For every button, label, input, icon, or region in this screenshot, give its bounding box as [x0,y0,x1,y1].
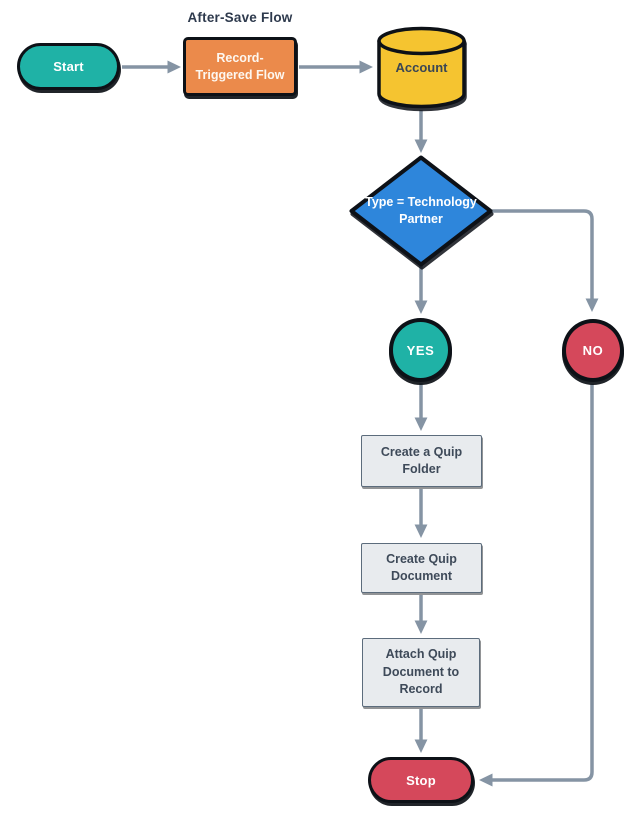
cylinder-body [377,39,466,109]
connector-no-to-stop [479,384,594,787]
connectors [122,60,599,787]
database-cylinder-shape [377,26,466,109]
node-yes: YES [389,318,452,382]
node-stop: Stop [368,757,474,803]
node-account-label: Account [395,60,448,75]
connector-decision-to-no [492,209,599,312]
node-record-triggered-flow: Record-Triggered Flow [183,37,297,96]
node-decision-label: Type = Technology Partner [365,195,477,226]
cylinder-top [377,26,466,56]
node-start: Start [17,43,120,90]
node-create-quip-document: Create Quip Document [361,543,482,593]
after-save-flow-annotation: After-Save Flow [187,10,293,25]
node-attach-quip-document: Attach Quip Document to Record [362,638,480,707]
decision-diamond-shape [349,155,493,267]
node-no: NO [562,319,624,382]
node-create-quip-folder: Create a Quip Folder [361,435,482,487]
